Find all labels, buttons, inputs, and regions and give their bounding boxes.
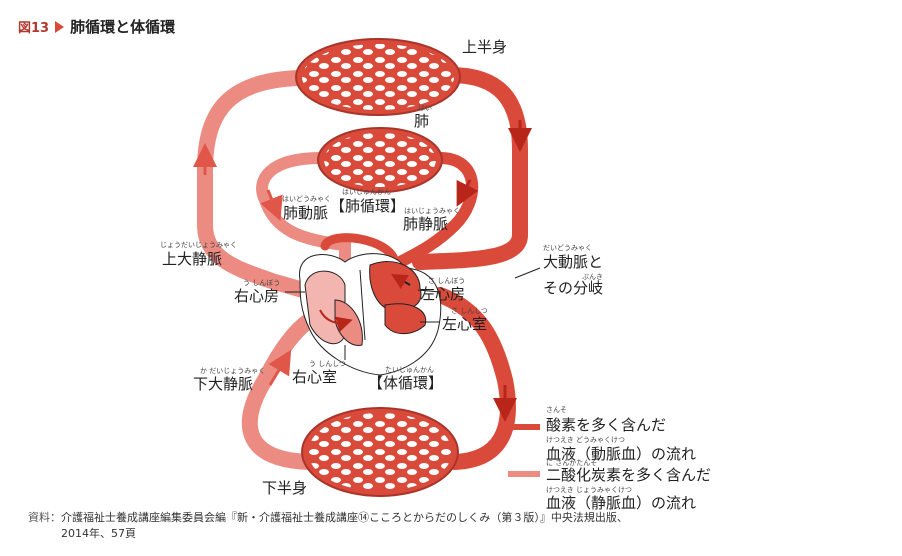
lung-label: 肺 — [414, 112, 429, 130]
inferior-vena-cava-ruby: か だいじょうみゃく — [200, 367, 265, 375]
lower-body-capillaries — [302, 408, 458, 496]
lung-ruby: はい — [418, 104, 432, 112]
left-ventricle-ruby: さ しんしつ — [451, 307, 488, 315]
aorta-label-line2: その分岐 — [543, 279, 603, 297]
aorta-ruby: だいどうみゃく — [543, 244, 592, 252]
inferior-vena-cava-label: 下大静脈 — [193, 375, 253, 393]
legend-arterial-ruby1: さんそ — [546, 406, 567, 414]
superior-vena-cava-ruby: じょうだいじょうみゃく — [160, 241, 237, 249]
right-atrium-ruby: う しんぼう — [243, 279, 280, 287]
source-label: 資料： — [28, 511, 61, 524]
upper-body-label: 上半身 — [462, 38, 507, 56]
systemic-circulation-label: 【体循環】 — [368, 374, 443, 392]
inferior-vena-cava-path — [250, 320, 310, 462]
source-line1: 介護福祉士養成講座編集委員会編『新・介護福祉士養成講座⑭こころとからだのしくみ（… — [61, 511, 628, 524]
upper-body-capillaries — [296, 39, 460, 115]
pulmonary-circulation-ruby: はいじゅんかん — [342, 188, 391, 196]
pulmonary-vein-ruby: はいじょうみゃく — [404, 207, 460, 215]
right-ventricle-ruby: う しんしつ — [309, 360, 346, 368]
superior-vena-cava-label: 上大静脈 — [162, 250, 222, 268]
aorta-label-line1: 大動脈と — [543, 253, 603, 271]
right-atrium-label: 右心房 — [234, 287, 279, 305]
left-ventricle-label: 左心室 — [442, 315, 487, 333]
lung-capillaries — [318, 128, 442, 192]
source-citation: 資料：介護福祉士養成講座編集委員会編『新・介護福祉士養成講座⑭こころとからだのし… — [28, 510, 628, 542]
left-atrium-ruby: さ しんぼう — [428, 277, 465, 285]
right-ventricle-label: 右心室 — [292, 368, 337, 386]
legend: さんそ 酸素を多く含んだ けつえき どうみゃくけつ 血液（動脈血）の流れ に さ… — [508, 406, 711, 512]
systemic-circulation-ruby: たいじゅんかん — [385, 366, 434, 374]
legend-venous-ruby2: けつえき じょうみゃくけつ — [546, 486, 632, 494]
pulmonary-circulation-label: 【肺循環】 — [330, 197, 405, 215]
legend-venous-line1: 二酸化炭素を多く含んだ — [546, 466, 711, 484]
lower-body-label: 下半身 — [262, 479, 307, 497]
left-atrium-label: 左心房 — [420, 285, 465, 303]
legend-arterial-swatch — [508, 424, 540, 430]
legend-arterial-line1: 酸素を多く含んだ — [546, 416, 666, 434]
legend-venous-swatch — [508, 471, 540, 477]
pulmonary-vein-label: 肺静脈 — [403, 215, 448, 233]
legend-arterial-ruby2: けつえき どうみゃくけつ — [546, 436, 625, 444]
pulmonary-artery-ruby: はいどうみゃく — [282, 195, 331, 203]
pulmonary-artery-label: 肺動脈 — [283, 204, 328, 222]
source-line2: 2014年、57頁 — [61, 527, 136, 540]
